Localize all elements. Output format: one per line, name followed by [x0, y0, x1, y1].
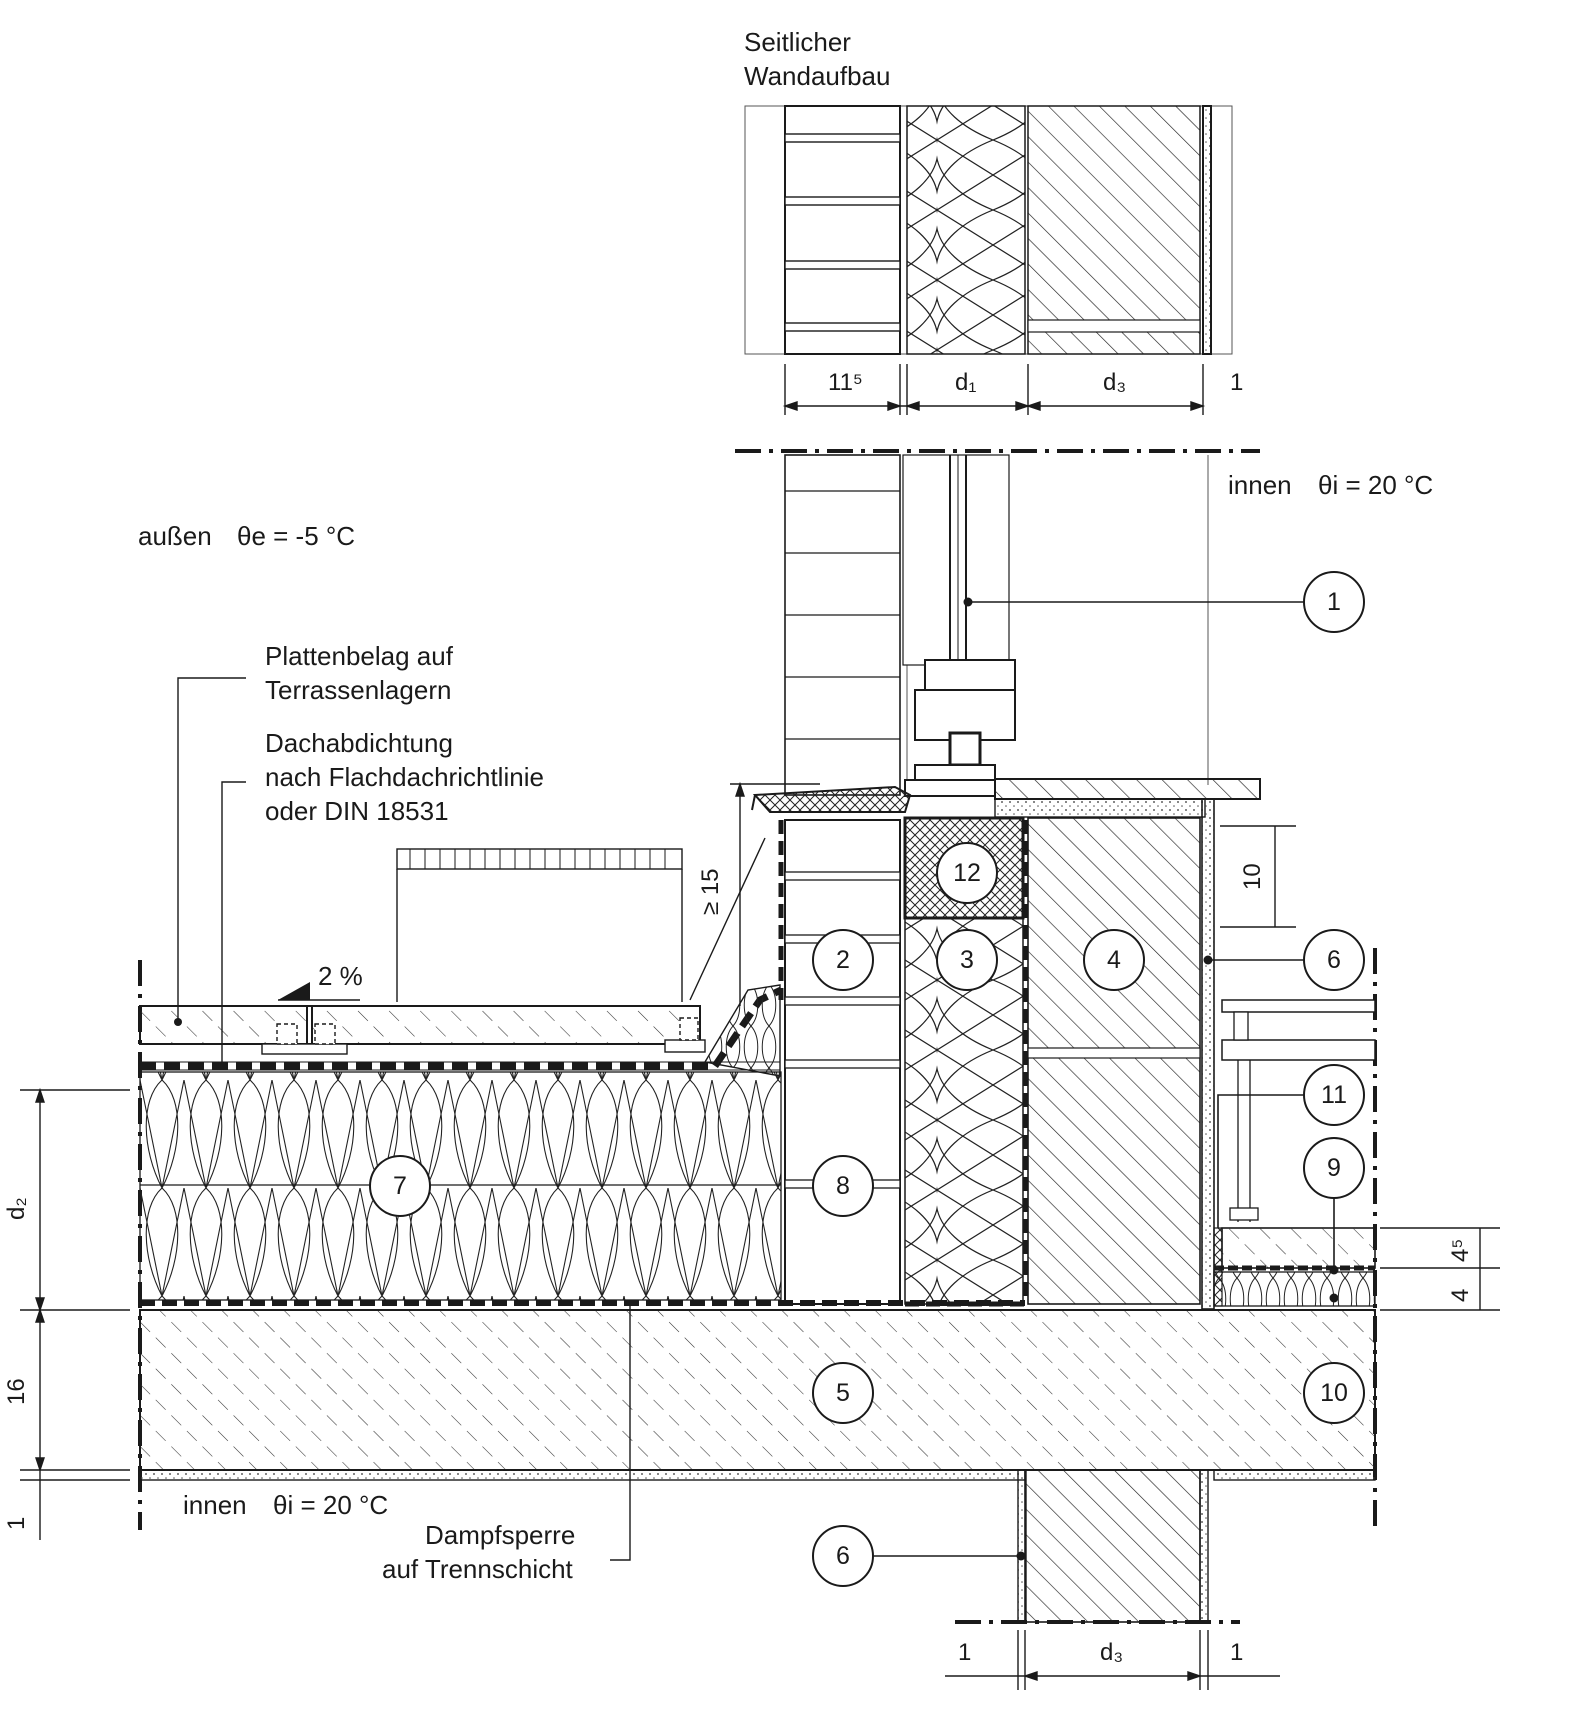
dim-bottom-left-one: 1 — [958, 1639, 971, 1666]
svg-text:5: 5 — [836, 1379, 850, 1407]
callout-4: 4 — [1083, 929, 1145, 991]
waterproof-label-line1: Dachabdichtung — [265, 728, 453, 758]
side-wall-title-line1: Seitlicher — [744, 27, 851, 57]
callout-12: 12 — [936, 842, 998, 904]
svg-text:7: 7 — [393, 1172, 407, 1200]
window-frame — [902, 454, 1016, 797]
upstand-dimension — [689, 781, 820, 1006]
callout-11: 11 — [1303, 1064, 1365, 1126]
dim-d2: d₂ — [3, 1197, 30, 1220]
slope-label: 2 % — [318, 961, 363, 991]
outside-label: außen — [138, 521, 212, 551]
svg-text:3: 3 — [960, 946, 974, 974]
svg-text:4: 4 — [1107, 946, 1121, 974]
radiator — [1221, 999, 1376, 1222]
svg-text:6: 6 — [1327, 946, 1341, 974]
right-dimension-chain — [1380, 1227, 1500, 1311]
left-dimension-chain — [20, 1087, 130, 1540]
outside-temp: θe = -5 °C — [237, 521, 355, 551]
svg-text:12: 12 — [953, 859, 981, 887]
ceiling-plaster — [139, 1469, 1026, 1481]
upper-wall — [784, 454, 1209, 796]
planter-outline — [396, 848, 683, 1002]
callout-1: 1 — [1303, 571, 1365, 633]
terrace-pedestals — [261, 1017, 706, 1055]
svg-text:2: 2 — [836, 946, 850, 974]
paving-label-line2: Terrassenlagern — [265, 675, 451, 705]
svg-text:11: 11 — [1321, 1081, 1347, 1109]
callout-9: 9 — [1303, 1137, 1365, 1199]
bottom-dimension-chain — [945, 1630, 1280, 1690]
dim-bottom-right-one: 1 — [1230, 1639, 1243, 1666]
paving-label-line1: Plattenbelag auf — [265, 641, 454, 671]
dim-top-one: 1 — [1230, 369, 1243, 396]
inside-temp-bottom: θi = 20 °C — [273, 1490, 388, 1520]
side-wall-title: Seitlicher Wandaufbau — [744, 27, 890, 91]
callout-6-upper: 6 — [1303, 929, 1365, 991]
callout-leaders — [872, 601, 1335, 1557]
waterproof-label-line2: nach Flachdachrichtlinie — [265, 762, 544, 792]
dim-ten-lines — [1220, 825, 1296, 928]
dim-upstand: ≥ 15 — [697, 868, 724, 915]
dim-ceiling: 1 — [3, 1517, 30, 1530]
side-wall-section — [744, 105, 1233, 355]
callout-7: 7 — [369, 1155, 431, 1217]
svg-text:10: 10 — [1320, 1379, 1348, 1407]
vapour-label: Dampfsperre auf Trennschicht — [382, 1303, 631, 1584]
svg-text:8: 8 — [836, 1172, 850, 1200]
vapour-label-line2: auf Trennschicht — [382, 1554, 574, 1584]
floor-slab — [139, 1309, 1376, 1471]
callout-6-lower: 6 — [812, 1525, 874, 1587]
waterproof-label: Dachabdichtung nach Flachdachrichtlinie … — [218, 728, 544, 1070]
dim-top-d1: d₁ — [955, 369, 976, 396]
paving-label: Plattenbelag auf Terrassenlagern — [174, 641, 454, 1026]
waterproof-label-line3: oder DIN 18531 — [265, 796, 449, 826]
paving-slabs — [139, 1005, 701, 1045]
callout-2: 2 — [812, 929, 874, 991]
svg-text:9: 9 — [1327, 1154, 1341, 1182]
wall-membranes — [778, 820, 1028, 1307]
callout-8: 8 — [812, 1155, 874, 1217]
roof-membrane — [139, 984, 783, 1077]
callout-5: 5 — [812, 1362, 874, 1424]
outer-brick-wall — [784, 819, 901, 1305]
lower-wall — [1017, 1469, 1209, 1623]
side-wall-title-line2: Wandaufbau — [744, 61, 890, 91]
inside-label-bottom: innen — [183, 1490, 247, 1520]
interior-sill — [994, 778, 1261, 800]
dim-ten: 10 — [1239, 863, 1266, 890]
exterior-sill — [751, 785, 912, 813]
dim-slab: 16 — [3, 1378, 30, 1405]
inside-temp-top: θi = 20 °C — [1318, 470, 1433, 500]
brick-joints-top — [784, 133, 901, 332]
svg-text:6: 6 — [836, 1542, 850, 1570]
dim-insulation: 4 — [1447, 1289, 1474, 1302]
top-dimension-chain — [782, 364, 1206, 415]
slope-arrow — [278, 982, 360, 1001]
vapour-label-line1: Dampfsperre — [425, 1520, 575, 1550]
svg-text:1: 1 — [1327, 588, 1341, 616]
dim-bottom-d3: d₃ — [1100, 1639, 1123, 1666]
dim-top-brick: 11⁵ — [828, 369, 863, 396]
roof-insulation — [139, 1071, 782, 1301]
callout-3: 3 — [936, 929, 998, 991]
interior-floor — [1213, 1227, 1376, 1307]
load-bearing-wall — [1027, 817, 1201, 1305]
dim-screed: 4⁵ — [1447, 1239, 1474, 1262]
inside-label-top: innen — [1228, 470, 1292, 500]
callout-10: 10 — [1303, 1362, 1365, 1424]
dim-top-d3: d₃ — [1103, 369, 1126, 396]
callout-dots — [963, 597, 1339, 1561]
